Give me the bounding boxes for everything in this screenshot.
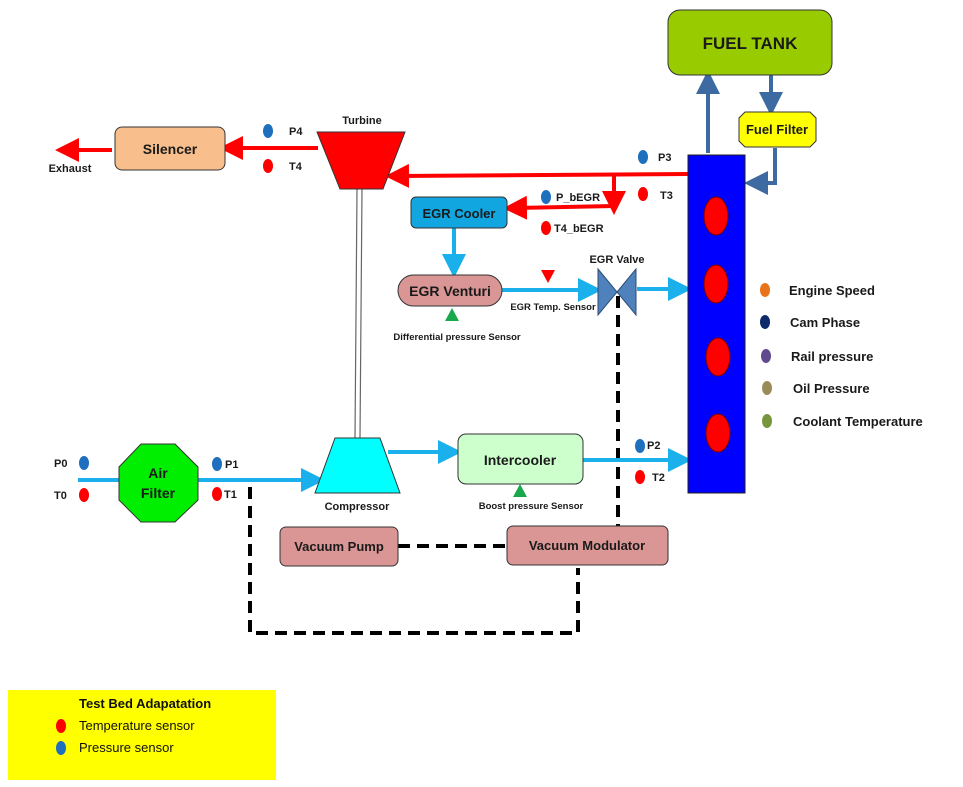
p3-label: P3: [658, 152, 671, 164]
temperature-sensor-t2: [635, 470, 645, 484]
sensors: P4 T4 P3 T3 P_bEGR T4_bEGR P0 T0 P1 T1 P…: [54, 124, 673, 502]
air-filter-label-line1: Air: [148, 465, 168, 481]
legend-pressure-icon: [56, 741, 66, 755]
egr-temp-sensor-label: EGR Temp. Sensor: [510, 302, 596, 313]
fuel-filter-label: Fuel Filter: [746, 122, 808, 137]
temperature-sensor-t1: [212, 487, 222, 501]
fuel-filter[interactable]: Fuel Filter: [738, 111, 817, 148]
t0-label: T0: [54, 490, 67, 502]
intercooler-label: Intercooler: [484, 452, 557, 468]
egr-cooler-label: EGR Cooler: [423, 206, 496, 221]
engine-signal-label: Engine Speed: [789, 283, 875, 298]
legend-box: Test Bed Adapatation Temperature sensor …: [8, 690, 276, 780]
vacuum-pump[interactable]: Vacuum Pump: [279, 526, 399, 567]
p2-label: P2: [647, 440, 660, 452]
engine-signal-label: Rail pressure: [791, 349, 873, 364]
turbo-shaft: [354, 188, 363, 439]
pressure-sensor-p3: [638, 150, 648, 164]
cylinder-3: [705, 337, 731, 377]
boost-pressure-sensor-icon: [513, 484, 527, 497]
cylinder-2: [703, 264, 729, 304]
exhaust-manifold-to-turbine: [385, 163, 689, 188]
exhaust-lines: [55, 136, 689, 220]
legend-title: Test Bed Adapatation: [79, 696, 211, 711]
engine-signal-label: Coolant Temperature: [793, 414, 923, 429]
t4-label: T4: [289, 161, 303, 173]
p1-label: P1: [225, 459, 238, 471]
compressor[interactable]: Compressor: [314, 437, 401, 513]
silencer-label: Silencer: [143, 141, 198, 157]
turbine[interactable]: Turbine: [316, 115, 406, 190]
cylinder-1: [703, 196, 729, 236]
vacuum-modulator-label: Vacuum Modulator: [529, 538, 645, 553]
engine-signal-icon: [762, 381, 772, 395]
engine-signal-icon: [760, 283, 770, 297]
pressure-sensor-p4: [263, 124, 273, 138]
temperature-sensor-t0: [79, 488, 89, 502]
temperature-sensor-t3: [638, 187, 648, 201]
compressor-label: Compressor: [325, 501, 391, 513]
vacuum-line-loop: [248, 487, 580, 635]
air-lines: [78, 228, 692, 492]
p0-label: P0: [54, 458, 67, 470]
turbine-label: Turbine: [342, 115, 382, 127]
pressure-sensor-p-begr: [541, 190, 551, 204]
vacuum-lines: [248, 296, 620, 635]
egr-venturi[interactable]: EGR Venturi: [397, 274, 503, 307]
filter-to-engine: [744, 148, 777, 195]
fuel-lines: [696, 70, 783, 195]
egr-valve[interactable]: EGR Valve: [589, 254, 645, 317]
exhaust-label: Exhaust: [49, 163, 92, 175]
differential-pressure-sensor-icon: [445, 308, 459, 321]
boost-pressure-sensor-label: Boost pressure Sensor: [479, 501, 584, 512]
engine-signal-icon: [762, 414, 772, 428]
egr-venturi-label: EGR Venturi: [409, 283, 491, 299]
vacuum-pump-label: Vacuum Pump: [294, 539, 384, 554]
egr-temp-sensor-icon: [541, 270, 555, 283]
silencer[interactable]: Silencer: [114, 126, 226, 171]
differential-pressure-sensor-label: Differential pressure Sensor: [393, 332, 521, 343]
temperature-sensor-t4-begr: [541, 221, 551, 235]
engine-signal-label: Cam Phase: [790, 315, 860, 330]
t3-label: T3: [660, 190, 673, 202]
engine-signal-icon: [761, 349, 771, 363]
pressure-sensor-p2: [635, 439, 645, 453]
t1-label: T1: [224, 489, 237, 501]
t2-label: T2: [652, 472, 665, 484]
egr-valve-label: EGR Valve: [589, 254, 644, 266]
fuel-tank-label: FUEL TANK: [703, 34, 798, 53]
pressure-sensor-p1: [212, 457, 222, 471]
fuel-tank[interactable]: FUEL TANK: [667, 9, 833, 76]
legend-temperature-label: Temperature sensor: [79, 718, 195, 733]
engine-signal-icon: [760, 315, 770, 329]
intercooler[interactable]: Intercooler: [457, 433, 584, 485]
egr-branch-to-cooler: [503, 195, 615, 220]
vacuum-modulator[interactable]: Vacuum Modulator: [506, 525, 669, 566]
t4-begr-label: T4_bEGR: [554, 223, 604, 235]
engine-block[interactable]: [687, 154, 746, 494]
engine-signal-label: Oil Pressure: [793, 381, 870, 396]
egr-cooler[interactable]: EGR Cooler: [410, 196, 508, 229]
pressure-sensor-p0: [79, 456, 89, 470]
air-filter-label-line2: Filter: [141, 485, 176, 501]
legend-temperature-icon: [56, 719, 66, 733]
air-filter[interactable]: Air Filter: [118, 443, 199, 523]
cylinder-4: [705, 413, 731, 453]
temperature-sensor-t4: [263, 159, 273, 173]
p-begr-label: P_bEGR: [556, 192, 600, 204]
p4-label: P4: [289, 126, 303, 138]
legend-pressure-label: Pressure sensor: [79, 740, 174, 755]
